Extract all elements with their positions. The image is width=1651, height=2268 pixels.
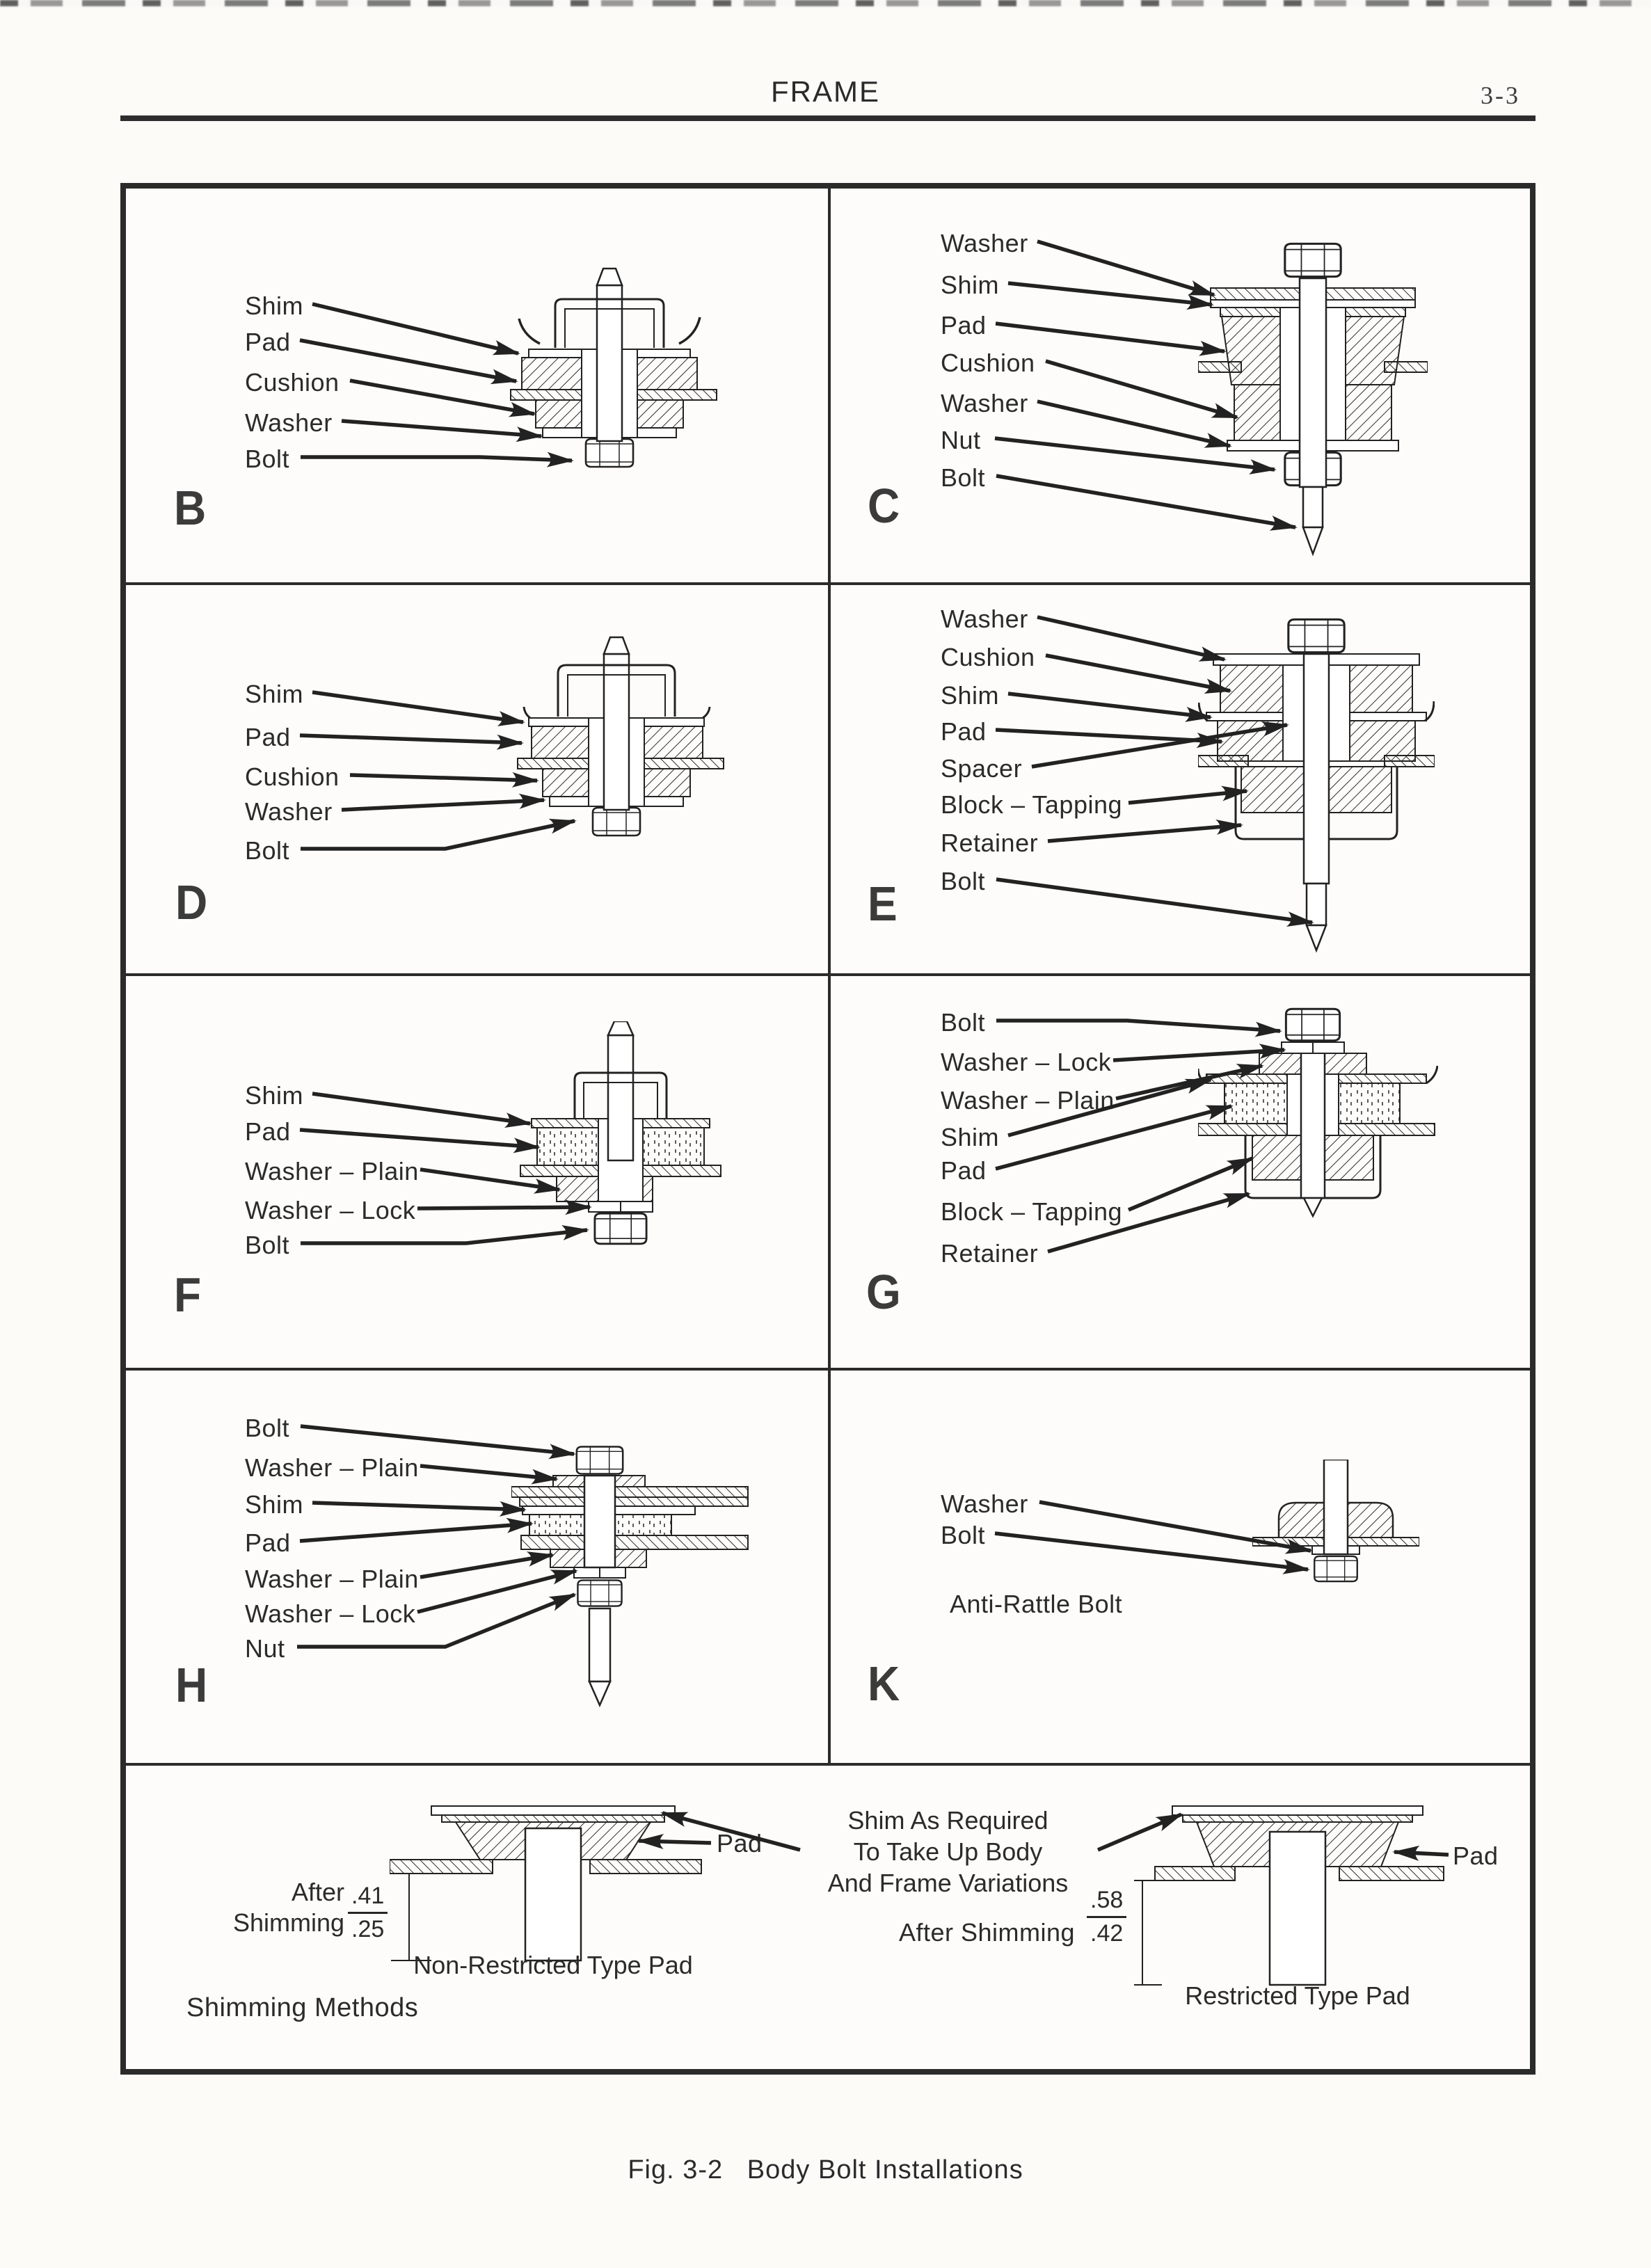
shim-note-line: To Take Up Body xyxy=(853,1837,1043,1866)
part-label: Bolt xyxy=(941,463,986,492)
figure-caption: Fig. 3-2 Body Bolt Installations xyxy=(628,2155,1023,2185)
part-label: Bolt xyxy=(941,1008,986,1037)
scan-artifact-top-edge xyxy=(0,0,1651,6)
grid-divider-row2 xyxy=(126,973,1530,976)
panel-letter: C xyxy=(868,479,901,533)
part-label: Spacer xyxy=(941,754,1023,783)
panel-letter: B xyxy=(174,481,207,535)
panel-letter: F xyxy=(174,1268,202,1322)
part-label: Washer – Plain xyxy=(941,1086,1115,1115)
part-label: Pad xyxy=(245,1528,291,1557)
part-label: Shim xyxy=(245,292,304,320)
panel-letter: E xyxy=(868,877,898,931)
part-label: Cushion xyxy=(245,762,340,791)
part-label: Shim xyxy=(245,1490,304,1519)
part-label: Block – Tapping xyxy=(941,790,1123,819)
part-label: Washer – Plain xyxy=(245,1453,419,1482)
assembly-drawing-h xyxy=(511,1446,749,1708)
panel-letter: D xyxy=(175,875,209,929)
part-label: Nut xyxy=(941,426,981,454)
assembly-drawing-e xyxy=(1198,618,1435,953)
dimension-right: .58 .42 xyxy=(1087,1887,1127,1947)
part-label: Washer – Lock xyxy=(245,1196,416,1224)
part-label: Bolt xyxy=(941,867,986,895)
header-rule xyxy=(120,115,1536,121)
panel-letter: H xyxy=(175,1658,209,1712)
part-label: Pad xyxy=(245,723,291,751)
part-label: Washer – Plain xyxy=(245,1565,419,1593)
part-label: Washer xyxy=(245,797,333,826)
grid-divider-row1 xyxy=(126,582,1530,585)
page-number: 3-3 xyxy=(1481,81,1520,109)
anti-rattle-note: Anti-Rattle Bolt xyxy=(950,1590,1123,1618)
panel-letter: G xyxy=(866,1265,902,1319)
part-label: Washer xyxy=(941,605,1028,633)
part-label: Nut xyxy=(245,1634,285,1663)
part-label: Bolt xyxy=(245,445,290,473)
after-shimming-label-right: After Shimming xyxy=(899,1918,1076,1947)
part-label: Shim xyxy=(245,1081,304,1110)
section-label-shimming-methods: Shimming Methods xyxy=(186,1993,419,2022)
restricted-pad-drawing xyxy=(1134,1805,1444,1986)
part-label: Retainer xyxy=(941,1239,1039,1268)
part-label: Bolt xyxy=(245,836,290,865)
part-label: Washer xyxy=(941,389,1028,417)
part-label: Bolt xyxy=(245,1414,290,1442)
part-label: Cushion xyxy=(941,643,1035,671)
part-label: Washer xyxy=(245,408,333,437)
assembly-drawing-d xyxy=(517,636,724,837)
grid-divider-row4 xyxy=(126,1763,1530,1766)
part-label: Washer – Lock xyxy=(941,1048,1112,1076)
assembly-drawing-b xyxy=(510,267,717,468)
part-label: Pad xyxy=(245,1117,291,1146)
part-label: Washer xyxy=(941,1490,1028,1518)
part-label: Retainer xyxy=(941,829,1039,857)
grid-divider-row3 xyxy=(126,1368,1530,1371)
caption-restricted: Restricted Type Pad xyxy=(1185,1981,1410,2010)
assembly-drawing-f xyxy=(520,1021,721,1245)
panel-letter: K xyxy=(868,1656,901,1711)
shim-note-line: And Frame Variations xyxy=(827,1869,1069,1897)
part-label: Shim xyxy=(245,680,304,708)
part-label: Pad xyxy=(941,717,987,746)
assembly-drawing-g xyxy=(1198,1007,1438,1218)
part-label: Washer – Plain xyxy=(245,1157,419,1185)
part-label: Bolt xyxy=(941,1521,986,1549)
page-title: FRAME xyxy=(771,75,880,108)
dimension-left: .41 .25 xyxy=(348,1883,388,1943)
part-label: Block – Tapping xyxy=(941,1197,1123,1226)
part-label: Washer – Lock xyxy=(245,1599,416,1628)
part-label: Shim xyxy=(941,271,1000,299)
shim-note-line: Shim As Required xyxy=(847,1806,1048,1835)
shim-note: Shim As Required To Take Up Body And Fra… xyxy=(786,1805,1110,1899)
part-label: Pad xyxy=(941,1156,987,1185)
part-label: Shim xyxy=(941,681,1000,710)
part-label: Pad xyxy=(941,311,987,340)
part-label: Cushion xyxy=(245,368,340,397)
part-label: Bolt xyxy=(245,1231,290,1259)
non-restricted-pad-drawing xyxy=(390,1805,702,1962)
part-label: Pad xyxy=(245,328,291,356)
part-label: Washer xyxy=(941,229,1028,257)
part-label: Shim xyxy=(941,1123,1000,1151)
pad-label-left: Pad xyxy=(717,1829,763,1858)
after-shimming-label-left: After Shimming xyxy=(232,1878,344,1937)
pad-label-right: Pad xyxy=(1453,1842,1499,1870)
assembly-drawing-c xyxy=(1198,242,1428,557)
assembly-drawing-k xyxy=(1252,1460,1419,1583)
part-label: Cushion xyxy=(941,349,1035,377)
caption-non-restricted: Non-Restricted Type Pad xyxy=(413,1951,693,1979)
